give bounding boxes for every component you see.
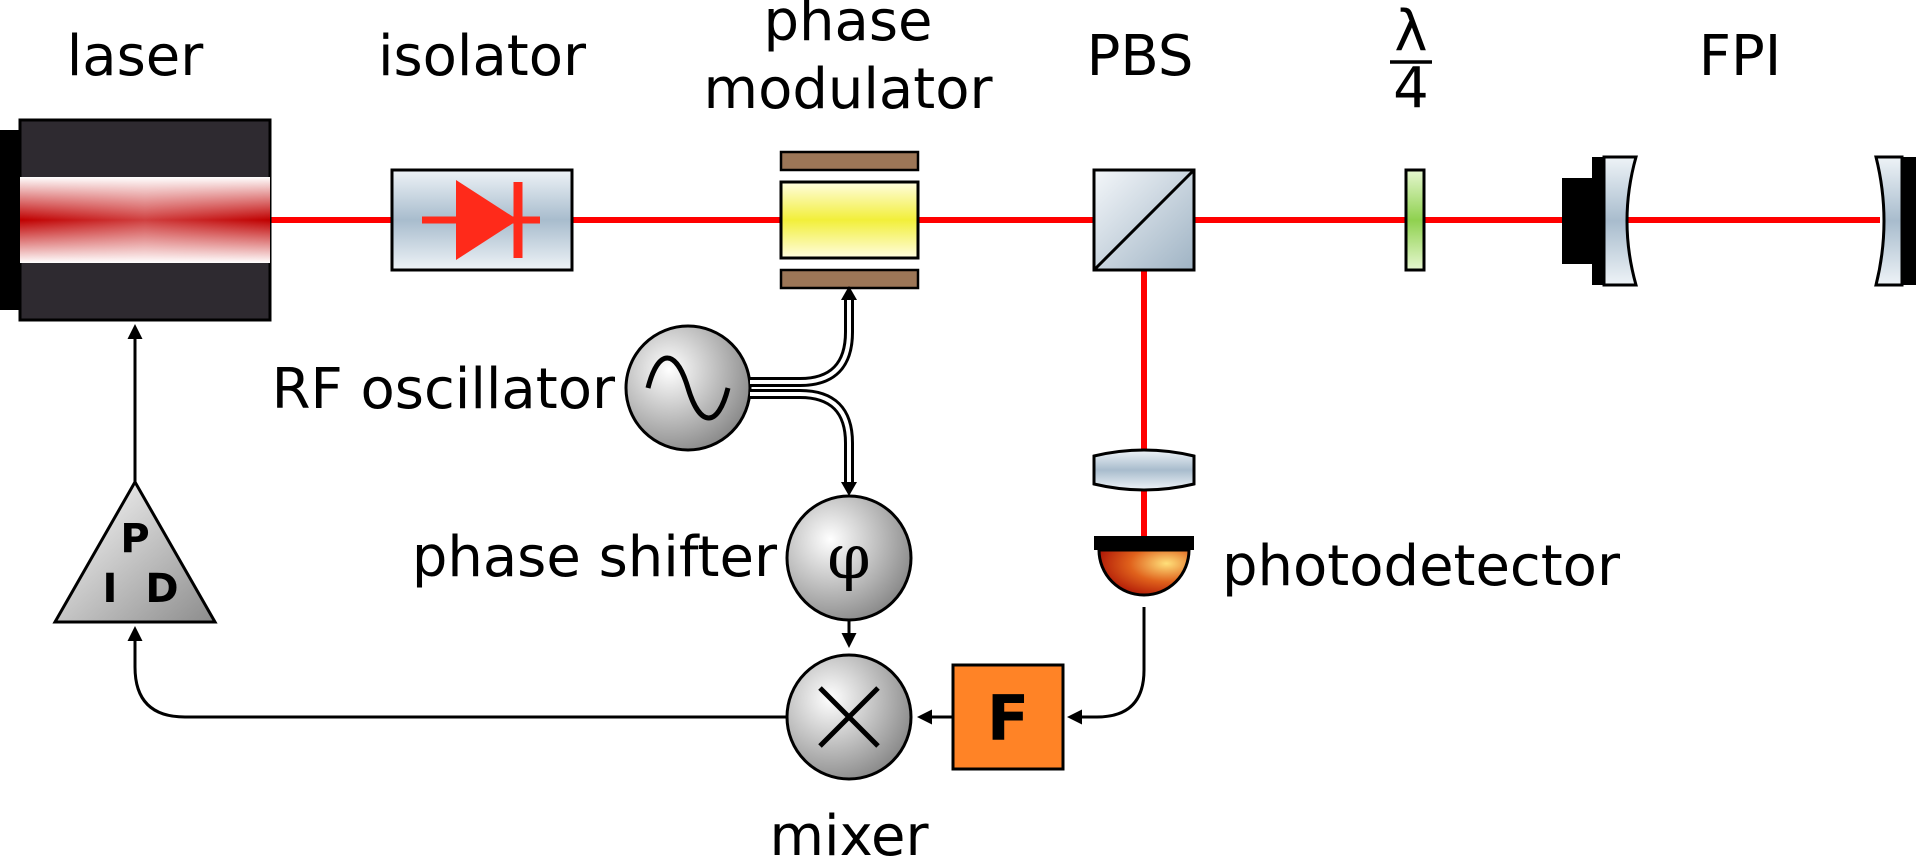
pid-i: I [103, 566, 118, 612]
wire-mixer-to-pid [127, 626, 787, 719]
fpi-mirror-left [1562, 155, 1638, 287]
isolator [390, 168, 574, 272]
modulator-electrode-top [779, 150, 920, 172]
pid-controller: P I D [52, 478, 218, 624]
phase-modulator [779, 150, 920, 290]
filter-block: F [951, 663, 1065, 771]
laser-label: laser [67, 24, 205, 89]
wire-detector-to-filter [1067, 607, 1146, 725]
photodetector [1094, 536, 1194, 597]
phase-modulator-label-line1: phase [764, 0, 933, 54]
rf-wire-to-modulator [750, 286, 857, 387]
multiply-cross-icon [818, 686, 880, 748]
phase-shifter: φ [785, 494, 913, 622]
phase-shifter-label: phase shifter [412, 525, 778, 590]
photodetector-label: photodetector [1222, 534, 1621, 599]
fpi-mirror-right [1874, 155, 1916, 287]
quarter-wave-plate [1404, 168, 1426, 272]
pid-p: P [120, 516, 149, 562]
isolator-label: isolator [378, 24, 587, 89]
pbs-cube [1092, 168, 1196, 272]
focusing-lens [1092, 448, 1196, 492]
mixer [785, 653, 913, 781]
quarter-wave-denominator: 4 [1393, 56, 1429, 121]
mixer-label: mixer [769, 804, 929, 863]
rf-wire-to-phase-shifter [750, 389, 857, 496]
modulator-electrode-bottom [779, 268, 920, 290]
rf-oscillator [624, 324, 752, 452]
quarter-wave-numerator: λ [1394, 0, 1427, 64]
modulator-crystal [779, 180, 920, 260]
rf-oscillator-label: RF oscillator [272, 357, 616, 422]
diode-arrow-icon [422, 180, 540, 260]
filter-symbol: F [987, 682, 1029, 755]
fpi-label: FPI [1699, 24, 1782, 89]
pbs-label: PBS [1087, 24, 1194, 89]
pid-d: D [145, 566, 178, 612]
laser [0, 118, 272, 322]
phi-symbol: φ [827, 520, 870, 593]
phase-modulator-label-line2: modulator [704, 57, 994, 122]
sine-wave-icon [645, 355, 731, 421]
